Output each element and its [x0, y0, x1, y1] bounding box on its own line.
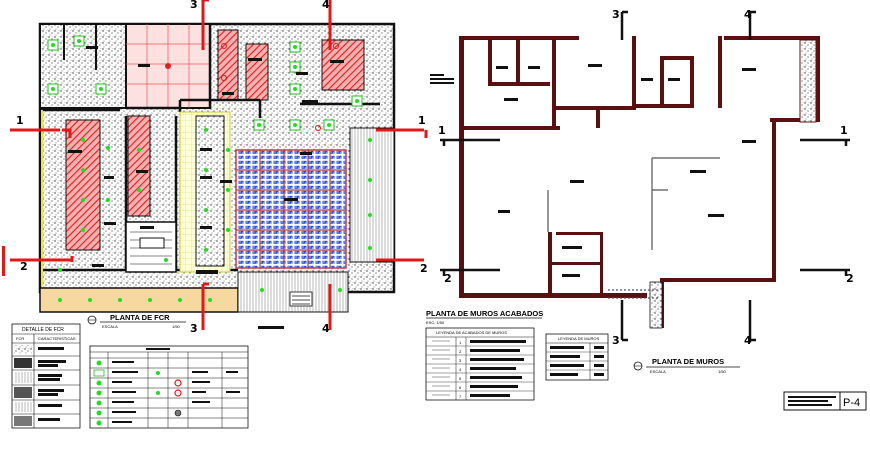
- left-plan-title: PLANTA DE FCR: [110, 313, 170, 322]
- walls-legend-row-1: 1: [459, 340, 462, 345]
- right-section-1-west: 1: [438, 124, 446, 137]
- detail-col-features: CARACTERISTICAS: [38, 336, 76, 341]
- walls-legend-row-7: 7: [459, 394, 462, 399]
- left-section-3-south: 3: [190, 322, 198, 335]
- walls-legend-row-5: 5: [459, 376, 462, 381]
- right-section-3-north: 3: [612, 8, 620, 21]
- right-section-4-north: 4: [744, 8, 752, 21]
- left-section-2-west: 2: [20, 260, 28, 273]
- left-section-4-north: 4: [322, 0, 330, 11]
- left-section-1-east: 1: [418, 114, 426, 127]
- left-plan-scale-value: 1/50: [172, 324, 181, 329]
- walls-legend-block: PLANTA DE MUROS ACABADOS ESC: 1/50 LEYEN…: [425, 309, 609, 401]
- left-floor-plan: [38, 22, 396, 313]
- right-floor-plan: [430, 10, 850, 342]
- walls-legend-row-6: 6: [459, 385, 462, 390]
- section-numbers: 1 2 1 2 3 4 3 4 1 2 1 2 3 4 3 4: [16, 0, 854, 347]
- right-plan-scale-label: ESCALA: [650, 369, 666, 374]
- walls-legend-title: LEYENDA DE ACABADOS DE MUROS: [436, 330, 507, 335]
- left-plan-title-block: PLANTA DE FCR ESCALA 1/50: [87, 313, 284, 329]
- detail-table: DETALLE DE FCR FCR CARACTERISTICAS: [11, 323, 81, 429]
- left-section-1-west: 1: [16, 114, 24, 127]
- right-section-1-east: 1: [840, 124, 848, 137]
- left-section-3-north: 3: [190, 0, 198, 11]
- detail-col-fcr: FCR: [16, 336, 24, 341]
- right-section-4-south: 4: [744, 334, 752, 347]
- walls-block-title: PLANTA DE MUROS ACABADOS: [426, 309, 543, 318]
- walls-legend-row-2: 2: [459, 349, 462, 354]
- right-section-3-south: 3: [612, 334, 620, 347]
- left-section-2-east: 2: [420, 262, 428, 275]
- detail-table-title: DETALLE DE FCR: [22, 327, 64, 333]
- walls-legend-row-3: 3: [459, 358, 462, 363]
- right-plan-scale-value: 1/50: [718, 369, 727, 374]
- left-section-markers: [10, 0, 428, 330]
- right-section-2-east: 2: [846, 272, 854, 285]
- left-section-4-south: 4: [322, 322, 330, 335]
- right-plan-title: PLANTA DE MUROS: [652, 357, 724, 366]
- sheet-title-block: P-4: [783, 391, 867, 411]
- walls-legend-row-4: 4: [459, 367, 462, 372]
- sheet-number: P-4: [843, 397, 860, 409]
- left-plan-scale-label: ESCALA: [102, 324, 118, 329]
- walls-block-subtitle: ESC: 1/50: [426, 320, 445, 325]
- walls-small-legend-title: LEYENDA DE MUROS: [558, 336, 599, 341]
- right-plan-title-block: PLANTA DE MUROS ESCALA 1/50: [633, 357, 740, 374]
- right-section-2-west: 2: [444, 272, 452, 285]
- symbol-legend-table: [89, 345, 249, 429]
